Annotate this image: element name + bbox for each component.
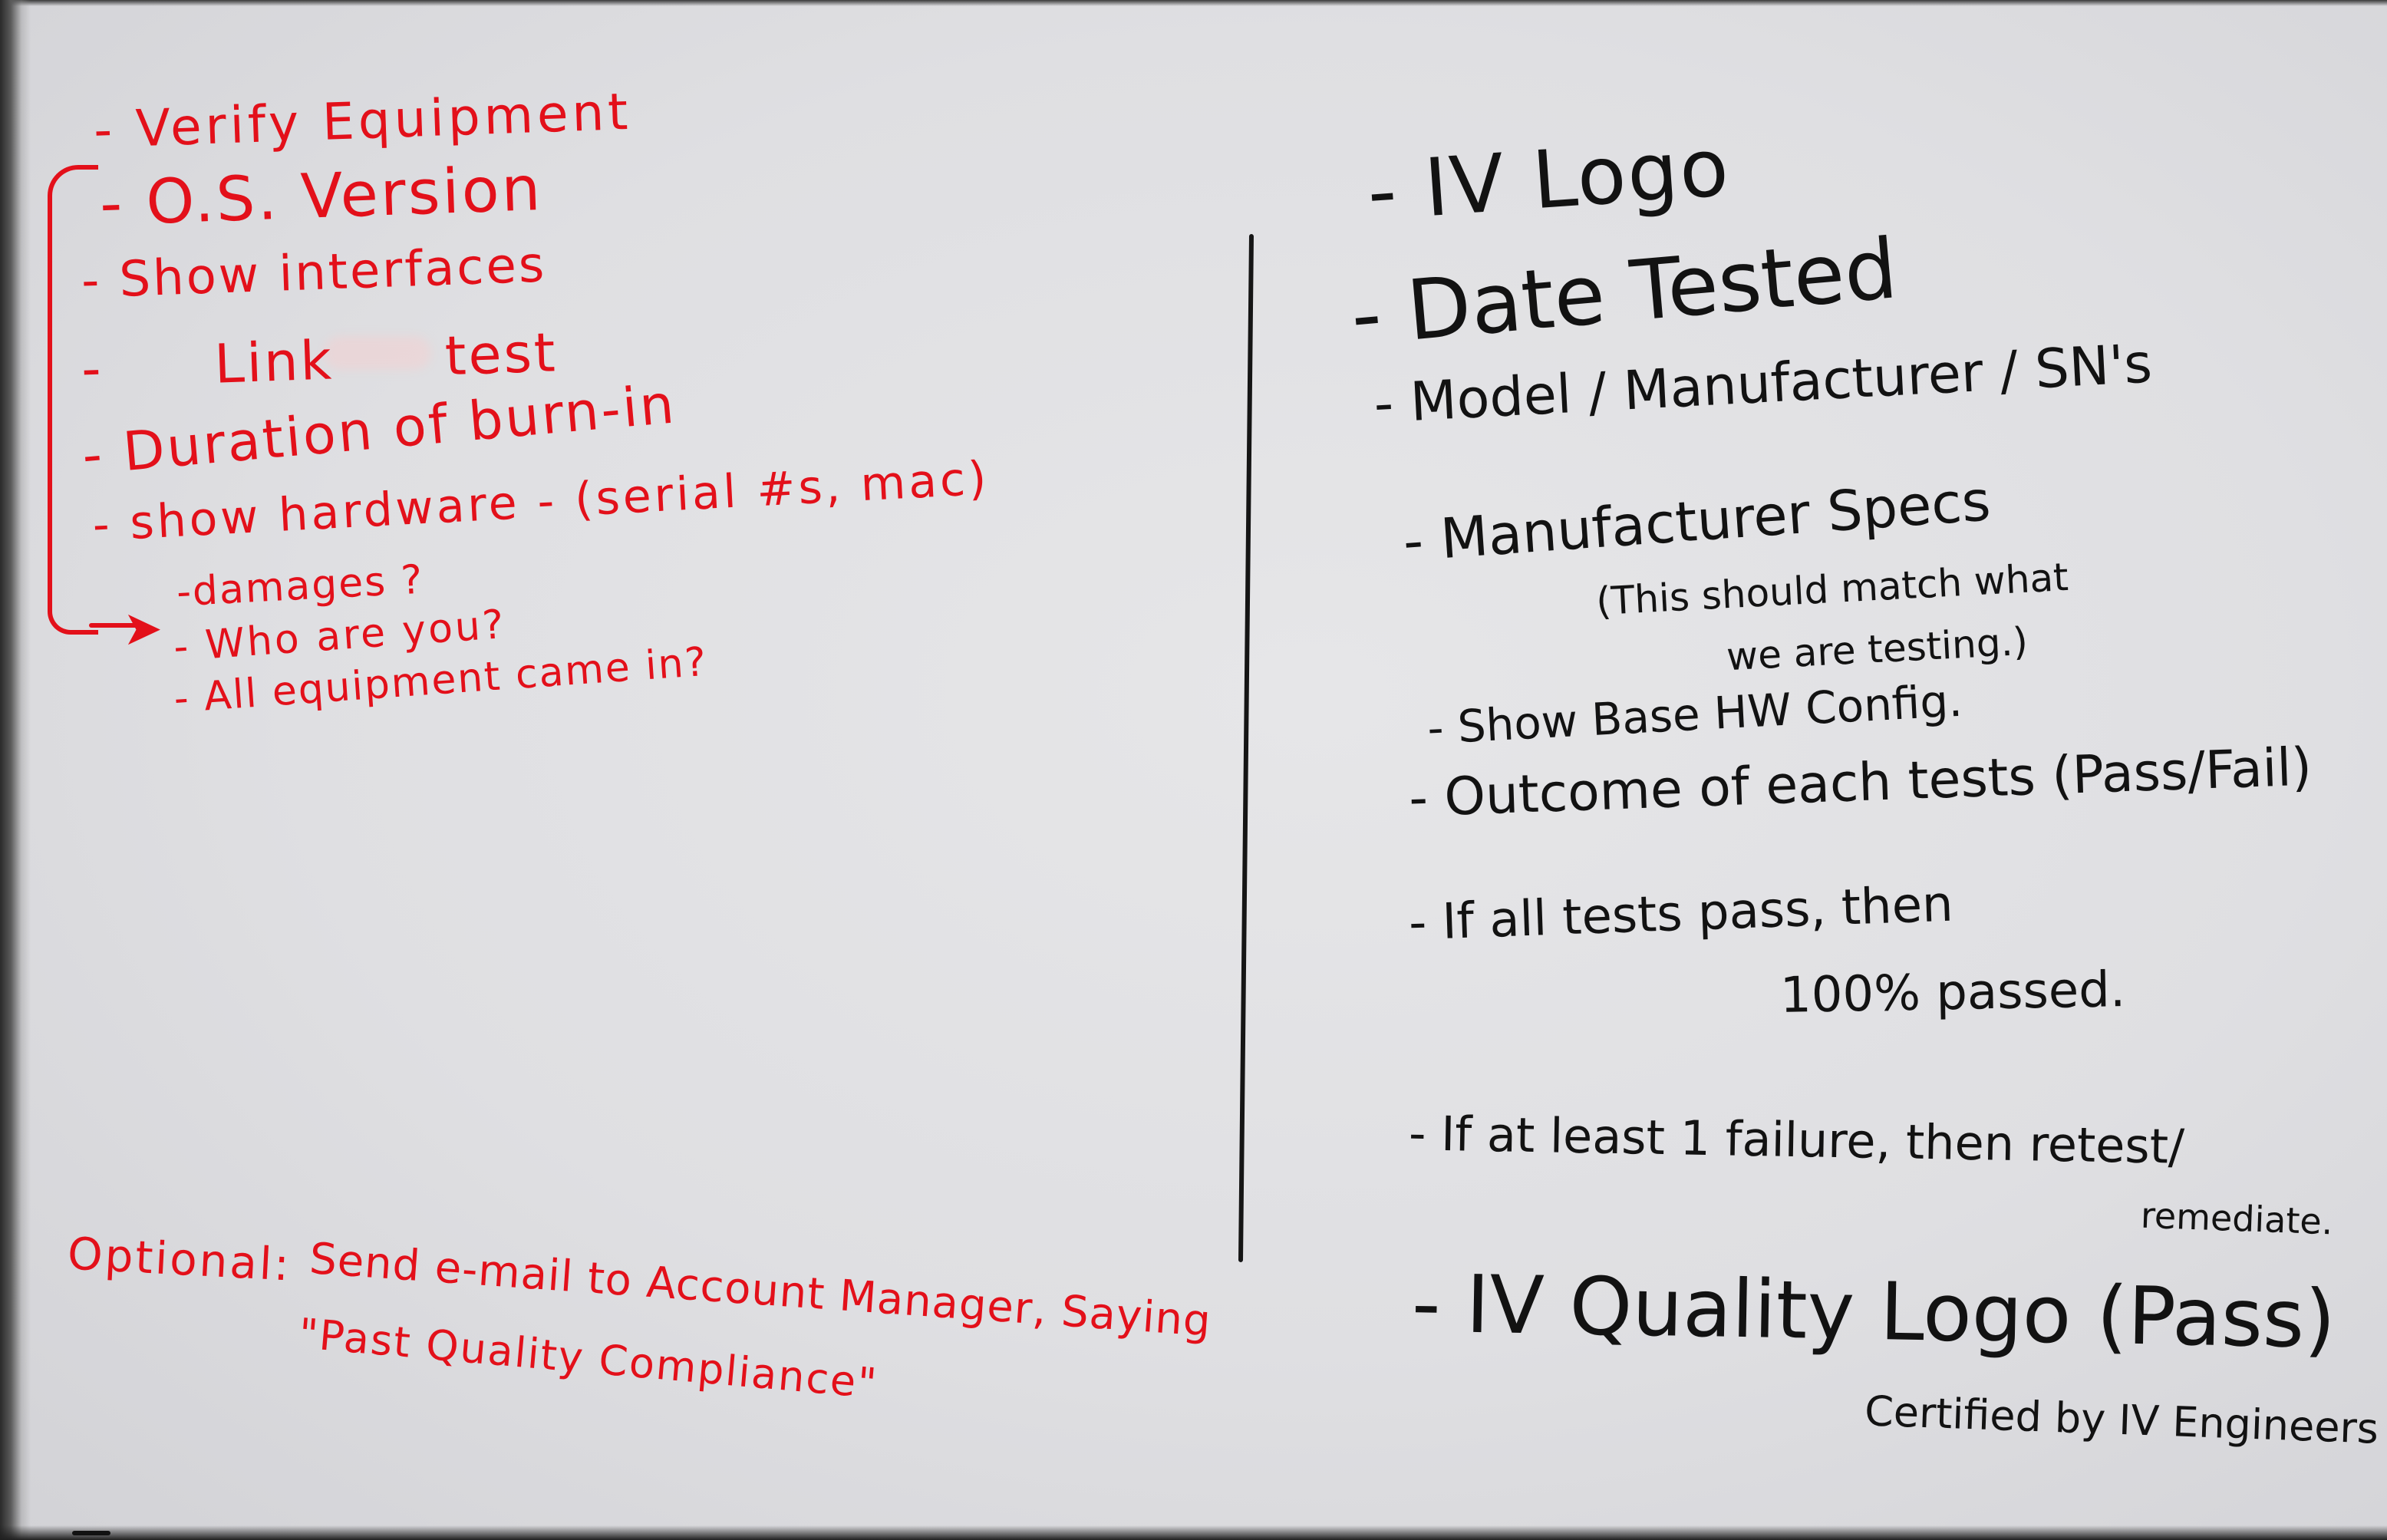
board-frame-bottom — [0, 1525, 2387, 1540]
arrow-right-icon: ➤ — [123, 600, 163, 656]
board-frame-left — [0, 0, 31, 1540]
note-remediate: remediate. — [2140, 1194, 2334, 1243]
note-iv-quality-logo: - IV Quality Logo (Pass) — [1411, 1256, 2336, 1367]
board-frame-top — [0, 0, 2387, 6]
marker-mark — [72, 1531, 110, 1535]
red-bracket — [48, 165, 98, 635]
note-100-percent: 100% passed. — [1779, 961, 2126, 1024]
erased-smudge — [324, 336, 431, 370]
bracket-arrow-tail — [89, 623, 143, 628]
